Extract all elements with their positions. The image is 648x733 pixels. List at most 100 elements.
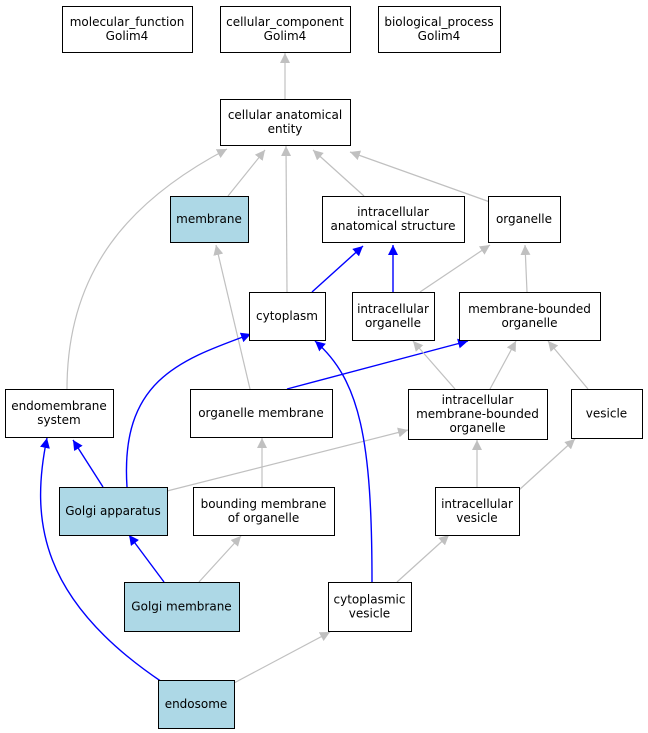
edge-is_a-intracellular_membrane_bounded_organelle-to-membrane_bounded_organelle <box>489 340 517 390</box>
node-label: intracellular <box>357 302 429 316</box>
node-box <box>328 582 412 632</box>
node-label: endosome <box>165 697 228 711</box>
node-label: molecular_function <box>70 15 185 29</box>
edge-is_a-organelle_membrane-to-membrane <box>213 244 251 390</box>
node-box <box>190 389 333 438</box>
edges-layer <box>39 53 589 684</box>
node-endosome[interactable]: endosome <box>158 680 235 729</box>
node-box <box>488 196 561 243</box>
node-box <box>158 680 235 729</box>
node-label: vesicle <box>456 511 497 525</box>
edge-is_a-membrane-to-cellular_anatomical_entity <box>227 149 266 197</box>
node-label: intracellular <box>442 393 514 407</box>
edge-part_of-cytoplasm-to-intracellular_anatomical_structure <box>311 245 364 293</box>
node-label: intracellular <box>441 497 513 511</box>
node-box <box>59 487 168 536</box>
node-box <box>322 196 465 243</box>
node-organelle-membrane[interactable]: organelle membrane <box>190 389 333 438</box>
node-box <box>352 292 435 341</box>
node-box <box>408 389 548 440</box>
node-label: biological_process <box>384 15 493 29</box>
node-label: Golgi apparatus <box>65 504 161 518</box>
node-box <box>193 487 335 536</box>
node-organelle[interactable]: organelle <box>488 196 561 243</box>
node-label: vesicle <box>586 407 627 421</box>
edge-is_a-organelle-to-cellular_anatomical_entity <box>349 150 491 203</box>
edge-part_of-golgi_apparatus-to-cytoplasm <box>125 332 252 488</box>
node-box <box>378 6 501 53</box>
node-label: cytoplasm <box>256 309 318 323</box>
node-golgi-membrane[interactable]: Golgi membrane <box>124 582 240 632</box>
edge-is_a-intracellular_vesicle-to-vesicle <box>518 438 576 491</box>
edge-part_of-cytoplasmic_vesicle-to-cytoplasm <box>314 340 373 583</box>
node-box <box>170 196 249 243</box>
edge-is_a-endosome-to-cytoplasmic_vesicle <box>233 631 331 684</box>
edge-is_a-vesicle-to-membrane_bounded_organelle <box>547 340 589 390</box>
node-label: vesicle <box>349 607 390 621</box>
edge-is_a-intracellular_membrane_bounded_organelle-to-intracellular_organelle <box>412 340 456 390</box>
edge-is_a-intracellular_anatomical_structure-to-cellular_anatomical_entity <box>312 149 365 197</box>
node-label: cellular_component <box>226 15 344 29</box>
edge-is_a-golgi_membrane-to-bounding_membrane_of_organelle <box>198 535 242 583</box>
nodes-layer: molecular_functionGolim4cellular_compone… <box>5 6 643 729</box>
node-box <box>124 582 240 632</box>
edge-part_of-organelle_membrane-to-membrane_bounded_organelle <box>286 338 469 390</box>
node-box <box>220 99 351 146</box>
node-label: organelle <box>365 316 421 330</box>
edge-is_a-golgi_apparatus-to-intracellular_membrane_bounded_organelle <box>166 427 409 492</box>
node-label: bounding membrane <box>201 497 327 511</box>
node-label: Golgi membrane <box>131 600 231 614</box>
node-label: membrane-bounded <box>416 407 539 421</box>
node-label: organelle <box>449 421 505 435</box>
node-box <box>220 6 351 53</box>
edge-part_of-golgi_apparatus-to-endomembrane_system <box>72 439 104 488</box>
node-label: Golim4 <box>106 29 149 43</box>
node-label: of organelle <box>228 511 299 525</box>
node-box <box>459 292 601 341</box>
node-label: membrane <box>176 212 242 226</box>
node-label: cellular anatomical <box>228 108 342 122</box>
node-label: Golim4 <box>418 29 461 43</box>
edge-is_a-membrane_bounded_organelle-to-organelle <box>520 244 531 293</box>
node-label: intracellular <box>357 205 429 219</box>
node-label: system <box>37 413 80 427</box>
node-golgi-apparatus[interactable]: Golgi apparatus <box>59 487 168 536</box>
edge-part_of-golgi_membrane-to-golgi_apparatus <box>128 534 165 583</box>
node-label: organelle <box>501 316 557 330</box>
edge-is_a-cytoplasmic_vesicle-to-intracellular_vesicle <box>396 534 450 583</box>
node-label: anatomical structure <box>331 219 456 233</box>
node-label: endomembrane <box>11 399 107 413</box>
edge-is_a-intracellular_organelle-to-organelle <box>419 244 491 293</box>
node-label: Golim4 <box>264 29 307 43</box>
node-box <box>571 389 643 439</box>
node-box <box>5 389 114 438</box>
node-label: membrane-bounded <box>468 302 591 316</box>
node-label: entity <box>268 122 303 136</box>
node-membrane[interactable]: membrane <box>170 196 249 243</box>
node-cytoplasm[interactable]: cytoplasm <box>249 292 326 341</box>
edge-is_a-cytoplasm-to-cellular_anatomical_entity <box>281 145 292 293</box>
node-box <box>249 292 326 341</box>
node-vesicle[interactable]: vesicle <box>571 389 643 439</box>
node-box <box>435 487 520 536</box>
node-label: organelle membrane <box>198 406 324 420</box>
node-label: cytoplasmic <box>334 593 406 607</box>
node-box <box>62 6 193 53</box>
edge-is_a-endomembrane_system-to-cellular_anatomical_entity <box>66 148 228 390</box>
edge-part_of-endosome-to-endomembrane_system <box>39 437 163 683</box>
node-label: organelle <box>496 212 552 226</box>
